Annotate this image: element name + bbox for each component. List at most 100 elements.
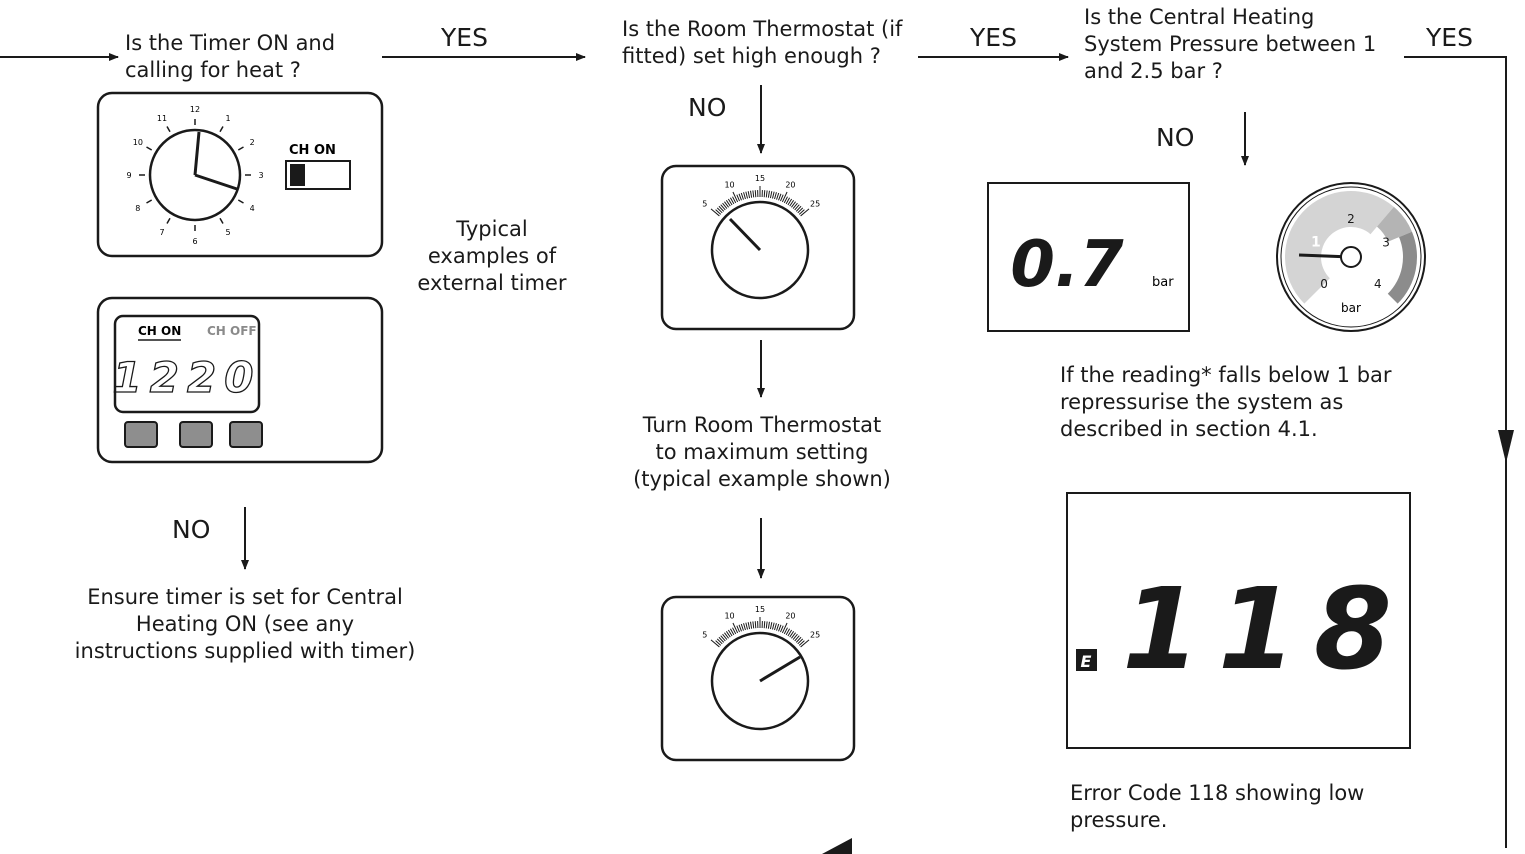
digital-ch-off-label: CH OFF xyxy=(207,324,257,338)
no-label-timer: NO xyxy=(172,515,211,544)
timer-dial-number: 10 xyxy=(133,138,143,147)
timer-dial-tick xyxy=(219,126,224,133)
thermostat-scale-tick xyxy=(776,623,780,631)
thermostat-scale-tick xyxy=(765,190,768,198)
timer-dial-number: 3 xyxy=(258,171,263,180)
thermostat-scale-tick xyxy=(752,621,755,629)
timer-dial-number: 11 xyxy=(157,114,167,123)
ch-on-switch-label: CH ON xyxy=(289,143,336,158)
thermostat-scale-tick xyxy=(798,640,805,646)
gauge-band-red xyxy=(1376,206,1412,242)
gauge-scale-number: 0 xyxy=(1320,277,1328,291)
yes-label-2: YES xyxy=(970,23,1017,52)
thermostat-scale-tick xyxy=(774,192,777,200)
timer-dial-number: 12 xyxy=(190,105,200,114)
thermostat-scale-tick xyxy=(725,631,731,638)
thermostat-scale-tick xyxy=(743,623,746,631)
gauge-unit-label: bar xyxy=(1341,301,1361,315)
thermostat-scale-tick xyxy=(722,202,728,209)
timer-button-2 xyxy=(179,421,213,448)
thermostat-scale-tick xyxy=(724,632,729,639)
thermostat-scale-tick xyxy=(772,191,775,199)
thermostat-scale-tick xyxy=(787,629,793,637)
thermostat-scale-tick xyxy=(740,192,744,200)
timer-dial-number: 7 xyxy=(159,228,164,237)
thermostat-scale-tick xyxy=(795,205,802,212)
thermostat-scale-tick xyxy=(791,632,796,639)
thermostat-scale-tick xyxy=(787,198,793,206)
timer-minute-hand xyxy=(194,173,238,191)
thermostat-scale-tick xyxy=(800,639,810,648)
digital-time-display: 1220 xyxy=(113,353,262,402)
thermostat-scale-tick xyxy=(800,208,810,217)
thermostat-scale-tick xyxy=(785,628,791,636)
thermostat-scale-number: 15 xyxy=(755,174,765,183)
thermostat-current-pointer xyxy=(728,217,762,252)
digital-ch-on-label: CH ON xyxy=(138,324,181,338)
thermostat-scale-tick xyxy=(783,196,788,204)
thermostat-scale-tick xyxy=(745,191,748,199)
thermostat-question: Is the Room Thermostat (if fitted) set h… xyxy=(622,17,903,68)
timer-button-3 xyxy=(229,421,263,448)
pressure-note: If the reading* falls below 1 bar repres… xyxy=(1060,363,1392,441)
timer-dial-tick xyxy=(166,126,171,133)
thermostat-scale-tick xyxy=(732,627,737,635)
timer-dial-number: 4 xyxy=(250,204,255,213)
error-code-caption: Error Code 118 showing low pressure. xyxy=(1070,781,1365,832)
thermostat-scale-tick xyxy=(710,208,720,217)
thermostat-scale-number: 25 xyxy=(810,200,820,209)
thermostat-scale-tick xyxy=(750,190,753,198)
thermostat-scale-number: 10 xyxy=(724,181,734,190)
thermostat-scale-tick xyxy=(774,623,777,631)
thermostat-scale-tick xyxy=(727,629,733,637)
thermostat-scale-tick xyxy=(763,190,766,198)
thermostat-scale-tick xyxy=(798,209,805,215)
thermostat-scale-tick xyxy=(781,622,788,634)
no-label-thermostat: NO xyxy=(688,93,727,122)
thermostat-scale-tick xyxy=(783,627,788,635)
gauge-scale-number: 1 xyxy=(1311,234,1321,250)
digital-timer: CH ON CH OFF 1220 xyxy=(96,296,384,464)
thermostat-scale-tick xyxy=(736,625,740,633)
error-display: E 118 xyxy=(1066,492,1411,749)
timer-dial-tick xyxy=(146,146,153,151)
thermostat-scale-tick xyxy=(718,636,725,643)
thermostat-scale-tick xyxy=(785,197,791,205)
timer-dial-tick xyxy=(146,199,153,204)
pressure-display-unit: bar xyxy=(1152,275,1174,290)
bottom-arrow-head xyxy=(822,838,852,854)
timer-dial-tick xyxy=(237,146,244,151)
thermostat-scale-tick xyxy=(716,638,723,645)
timer-dial-number: 9 xyxy=(126,171,131,180)
thermostat-scale-tick xyxy=(794,204,800,211)
error-prefix-box xyxy=(1076,649,1097,671)
yes-arrow-3 xyxy=(1404,56,1507,848)
timer-dial-number: 2 xyxy=(250,138,255,147)
timer-examples-caption: Typical examples of external timer xyxy=(417,217,567,295)
thermostat-action-text: Turn Room Thermostat to maximum setting … xyxy=(633,413,891,491)
timer-dial-number: 8 xyxy=(135,204,140,213)
timer-dial-tick xyxy=(219,217,224,224)
thermostat-scale-tick xyxy=(763,621,766,629)
thermostat-scale-tick xyxy=(725,200,731,207)
thermostat-scale-tick xyxy=(797,638,804,645)
thermostat-scale-tick xyxy=(710,639,720,648)
thermostat-scale-tick xyxy=(727,198,733,206)
thermostat-scale-tick xyxy=(752,190,755,198)
thermostat-scale-tick xyxy=(797,207,804,214)
thermostat-maximum-pointer xyxy=(759,655,801,683)
thermostat-scale-tick xyxy=(792,202,798,209)
thermostat-scale-tick xyxy=(718,205,725,212)
gauge-scale-number: 2 xyxy=(1347,212,1355,226)
thermostat-scale-tick xyxy=(740,623,744,631)
thermostat-scale-tick xyxy=(794,635,800,642)
thermostat-scale-tick xyxy=(716,207,723,214)
thermostat-scale-tick xyxy=(776,192,780,200)
thermostat-scale-tick xyxy=(789,200,795,207)
timer-button-1 xyxy=(124,421,158,448)
thermostat-scale-tick xyxy=(778,624,782,632)
thermostat-scale-tick xyxy=(781,191,788,203)
